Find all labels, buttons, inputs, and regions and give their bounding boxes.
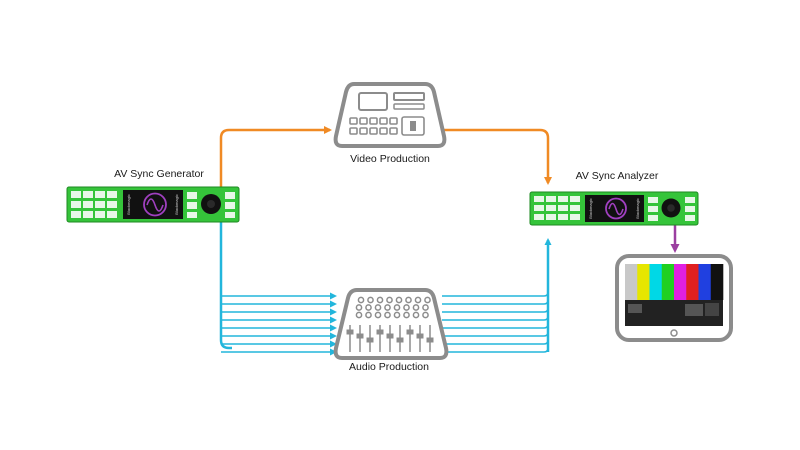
generator-display-waveform-icon xyxy=(143,192,167,217)
test-pattern-bar xyxy=(674,264,687,300)
generator-label: AV Sync Generator xyxy=(114,168,204,180)
av-sync-generator-unit: Blackmagic Blackmagic xyxy=(66,186,240,223)
analyzer-label: AV Sync Analyzer xyxy=(575,170,659,182)
video-production-switcher-icon xyxy=(333,82,447,148)
svg-text:Blackmagic: Blackmagic xyxy=(635,198,640,218)
audio-production-mixer-icon xyxy=(333,288,449,360)
video-production-label: Video Production xyxy=(350,153,430,165)
audio-production-label: Audio Production xyxy=(349,361,429,373)
analyzer-logo: Blackmagic xyxy=(588,198,593,218)
test-pattern-bar xyxy=(698,264,712,300)
monitor-icon xyxy=(615,254,733,342)
test-pattern-bar xyxy=(686,264,699,300)
video-path-to-analyzer xyxy=(443,128,552,185)
audio-channel-out xyxy=(442,307,549,313)
analyzer-display-waveform-icon xyxy=(605,197,627,220)
monitor-button-icon xyxy=(670,329,678,337)
generator-button-grid xyxy=(71,191,117,218)
audio-channel-out xyxy=(442,299,549,305)
svg-text:Blackmagic: Blackmagic xyxy=(174,194,179,214)
test-pattern-bar xyxy=(637,264,650,300)
analyzer-button-grid xyxy=(534,196,580,220)
audio-channel-out xyxy=(442,331,549,337)
generator-logo: Blackmagic xyxy=(126,194,131,214)
test-pattern-bar xyxy=(649,264,663,300)
video-signal-path xyxy=(219,126,552,187)
audio-channel-out xyxy=(442,315,549,321)
audio-channel-out xyxy=(442,291,549,297)
audio-channel-out xyxy=(442,323,549,329)
audio-signal-paths xyxy=(219,222,552,356)
audio-channel-out xyxy=(442,347,549,353)
audio-channel-out xyxy=(442,339,549,345)
av-sync-analyzer-unit: Blackmagic Blackmagic xyxy=(529,191,699,226)
test-pattern xyxy=(625,264,724,300)
test-pattern-bar xyxy=(625,264,638,300)
audio-trunk-left xyxy=(219,222,232,350)
test-pattern-bar xyxy=(710,264,724,300)
video-path-to-production xyxy=(219,126,332,187)
test-pattern-bar xyxy=(661,264,675,300)
